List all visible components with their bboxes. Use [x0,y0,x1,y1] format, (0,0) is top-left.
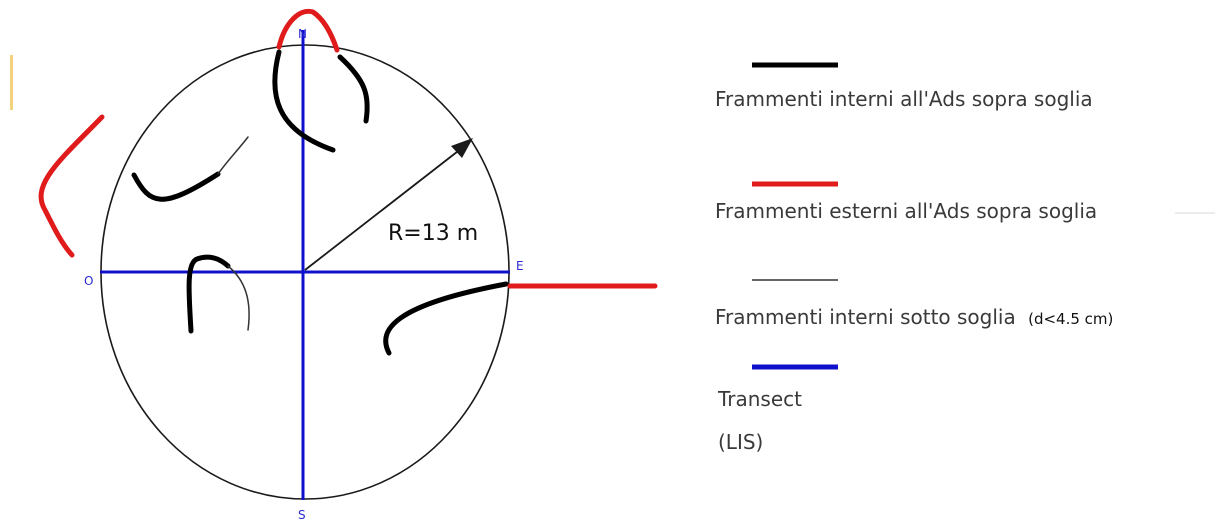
legend-label-thin-fragments-note: (d<4.5 cm) [1028,310,1113,328]
legend-label-outside-fragments: Frammenti esterni all'Ads sopra soglia [715,199,1097,223]
accent-bar [10,55,13,110]
fragment-outside [276,8,340,53]
fragment-inside [337,54,370,124]
compass-north-label: N [298,27,307,41]
compass-west-label: O [84,274,93,288]
fragment-thin [227,265,250,331]
legend-label-transect-line2: (LIS) [718,430,763,454]
radius-arrowhead [451,138,473,158]
fragment-inside [131,171,221,202]
fragment-inside [272,49,336,153]
fragment-inside [186,254,231,334]
compass-south-label: S [298,508,306,522]
fragment-thin [217,136,249,175]
legend-label-thin-fragments: Frammenti interni sotto soglia (d<4.5 cm… [715,305,1113,329]
fragment-outside [38,114,105,258]
radius-label: R=13 m [388,221,478,246]
compass-east-label: E [516,259,524,273]
legend-label-inside-fragments: Frammenti interni all'Ads sopra soglia [715,87,1093,111]
fragment-inside [383,281,509,356]
legend-label-transect-line1: Transect [717,387,802,411]
legend: Frammenti interni all'Ads sopra soglia F… [715,62,1215,454]
radius-arrow-line [304,147,463,271]
legend-label-thin-fragments-text: Frammenti interni sotto soglia [715,305,1016,329]
